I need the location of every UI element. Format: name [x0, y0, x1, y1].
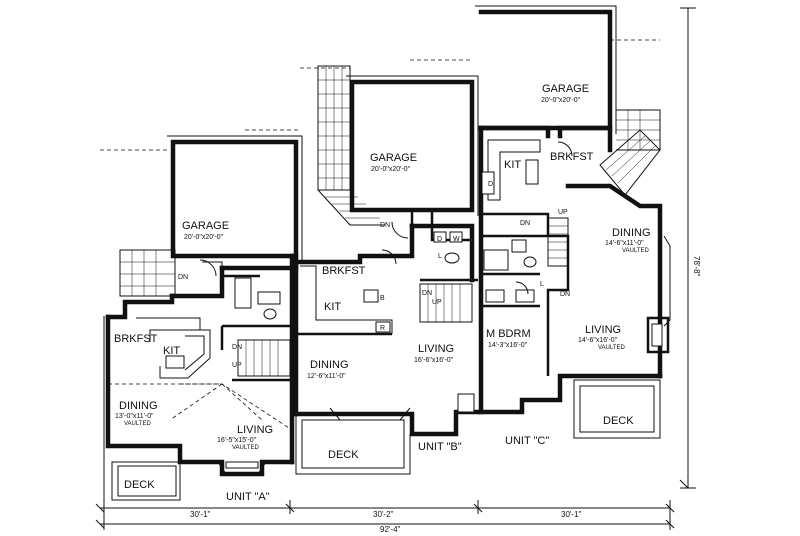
unit-b-living-size: 16'-6"x16'-0"	[414, 357, 454, 364]
unit-a-garage	[100, 129, 303, 262]
mark-b-b: B	[380, 295, 385, 302]
mark-dn-a2: DN	[232, 344, 242, 351]
unit-c-mbdrm-size: 14'-3"x16'-0"	[488, 342, 528, 349]
mark-up-c: UP	[558, 209, 568, 216]
unit-a-deck-label: DECK	[124, 479, 155, 491]
unit-c-garage-label: GARAGE	[542, 83, 589, 95]
unit-b-dining-size: 12'-6"x11'-0"	[307, 373, 346, 380]
unit-b-kit-label: KIT	[324, 301, 341, 313]
mark-dn-a: DN	[178, 274, 188, 281]
unit-a-walls	[105, 253, 299, 477]
mark-dn-b: DN	[380, 222, 390, 229]
dim-overall-depth: 78'-8"	[692, 256, 701, 277]
mark-w-b: W	[453, 236, 460, 243]
unit-a-label: UNIT "A"	[226, 491, 270, 503]
unit-c-dining-label: DINING	[612, 227, 651, 239]
unit-c-dining-note: VAULTED	[622, 248, 649, 254]
unit-c-garage-size: 20'-0"x20'-0"	[541, 97, 581, 104]
dim-overall-width: 92'-4"	[380, 525, 401, 534]
unit-b-label: UNIT "B"	[418, 441, 462, 453]
unit-c-living-size: 14'-6"x16'-0"	[578, 337, 618, 344]
unit-b-living-label: LIVING	[418, 343, 454, 355]
dim-unit-a: 30'-1"	[190, 510, 211, 519]
dim-unit-b: 30'-2"	[373, 510, 394, 519]
unit-a-dining-note: VAULTED	[124, 421, 151, 427]
mark-up-a: UP	[232, 362, 242, 369]
unit-b-dining-label: DINING	[310, 359, 349, 371]
unit-c-dining-size: 14'-6"x11'-0"	[605, 240, 644, 247]
dim-unit-c: 30'-1"	[561, 510, 582, 519]
walkway-steps-b	[317, 65, 385, 226]
mark-dn-b2: DN	[422, 290, 432, 297]
mark-l-c: L	[540, 281, 544, 288]
unit-a-living-note: VAULTED	[232, 445, 259, 451]
unit-a-dining-label: DINING	[119, 400, 158, 412]
mark-dn-c: DN	[520, 220, 530, 227]
unit-c-garage	[475, 5, 660, 134]
unit-a-deck	[111, 461, 181, 501]
unit-b-garage	[300, 59, 479, 216]
unit-b-deck-label: DECK	[328, 449, 359, 461]
unit-c-mbdrm-label: M BDRM	[486, 328, 531, 340]
unit-b-garage-size: 20'-0"x20'-0"	[371, 166, 411, 173]
unit-a-living-size: 16'-5"x15'-0"	[217, 437, 257, 444]
door-swings	[199, 141, 573, 295]
unit-a-living-label: LIVING	[237, 424, 273, 436]
unit-c-living-label: LIVING	[585, 324, 621, 336]
mark-l-b: L	[438, 253, 442, 260]
mark-up-b: UP	[432, 299, 442, 306]
walkway-steps-a	[119, 249, 176, 297]
unit-a-dining-size: 13'-0"x11'-0"	[115, 413, 154, 420]
unit-c-walls	[478, 125, 671, 439]
mark-d-b: D	[437, 236, 442, 243]
unit-b-garage-label: GARAGE	[370, 152, 417, 164]
mark-d-c: D	[488, 181, 493, 188]
dimension-lines	[95, 7, 696, 530]
mark-r-b: R	[380, 325, 385, 332]
unit-c-label: UNIT "C"	[505, 435, 549, 447]
unit-a-kit-label: KIT	[163, 345, 180, 357]
unit-c-deck-label: DECK	[603, 415, 634, 427]
unit-c-brkfst-label: BRKFST	[550, 151, 594, 163]
unit-c-kit-label: KIT	[504, 159, 521, 171]
unit-c-living-note: VAULTED	[598, 345, 625, 351]
unit-a-garage-label: GARAGE	[182, 220, 229, 232]
unit-a-garage-size: 20'-0"x20'-0"	[184, 234, 224, 241]
unit-b-walls	[293, 210, 481, 475]
mark-dn-c2: DN	[560, 291, 570, 298]
walkway-steps-c	[599, 109, 661, 196]
unit-b-brkfst-label: BRKFST	[322, 265, 366, 277]
unit-a-brkfst-label: BRKFST	[114, 333, 158, 345]
